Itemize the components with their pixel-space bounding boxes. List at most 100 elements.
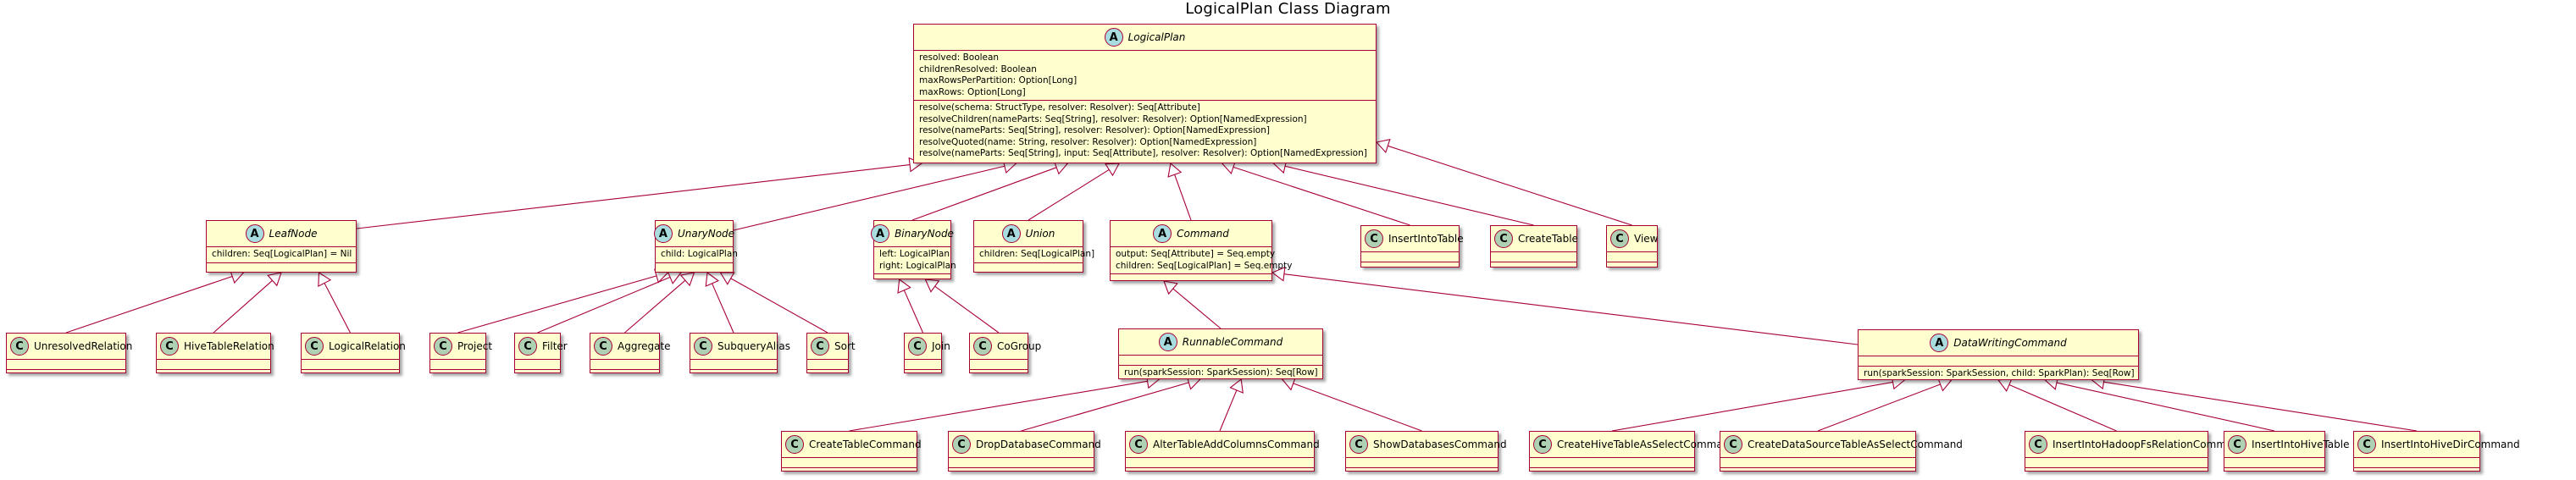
field: child: LogicalPlan	[661, 249, 738, 259]
method: run(sparkSession: SparkSession, child: S…	[1864, 368, 2135, 378]
methods-section	[974, 263, 1083, 273]
methods-section: resolve(schema: StructType, resolver: Re…	[914, 101, 1376, 162]
inheritance-line	[1293, 383, 1422, 432]
field: output: Seq[Attribute] = Seq.empty	[1116, 249, 1276, 259]
methods-section	[949, 468, 1094, 477]
inheritance-line	[1233, 166, 1410, 226]
class-icon: C	[10, 337, 29, 356]
class-icon: C	[694, 337, 712, 356]
methods-section	[1361, 262, 1459, 272]
inheritance-line	[1817, 383, 1941, 432]
inheritance-line	[2056, 382, 2275, 432]
abstract-class-icon: A	[653, 224, 673, 243]
class-icon: C	[1494, 229, 1513, 248]
fields-section	[515, 360, 560, 370]
fields-section: children: Seq[LogicalPlan] = Nil	[207, 247, 356, 263]
inheritance-line	[537, 276, 671, 334]
method: resolve(nameParts: Seq[String], resolver…	[919, 125, 1270, 135]
diagram-title: LogicalPlan Class Diagram	[1185, 0, 1391, 18]
class-name: View	[1634, 233, 1659, 245]
method: resolve(nameParts: Seq[String], input: S…	[919, 148, 1367, 158]
field: resolved: Boolean	[919, 52, 1000, 63]
methods-section	[430, 370, 485, 379]
fields-section	[690, 360, 777, 370]
inheritance-arrowhead-icon	[1167, 162, 1183, 178]
inheritance-line	[712, 283, 734, 334]
abstract-class-icon: A	[1104, 28, 1123, 47]
class-name: ShowDatabasesCommand	[1373, 439, 1507, 450]
class-name: Filter	[542, 340, 568, 352]
class-name: InsertIntoHadoopFsRelationCommand	[2052, 439, 2246, 450]
inheritance-line	[1388, 145, 1632, 226]
class-icon: C	[952, 435, 971, 454]
class-name: HiveTableRelation	[184, 340, 274, 352]
class-icon: C	[1533, 435, 1552, 454]
class-box-join: C Join	[904, 333, 950, 373]
class-name: DataWritingCommand	[1953, 337, 2067, 349]
class-icon: C	[1349, 435, 1368, 454]
abstract-class-icon: A	[245, 224, 264, 243]
class-icon: C	[2029, 435, 2047, 454]
class-icon: C	[2357, 435, 2376, 454]
inheritance-line	[1283, 273, 1859, 345]
fields-section	[1361, 252, 1459, 262]
class-name: Join	[932, 340, 950, 352]
fields-section: children: Seq[LogicalPlan]	[974, 247, 1094, 263]
class-icon: C	[811, 337, 829, 356]
inheritance-arrowhead-icon	[267, 272, 282, 287]
inheritance-line	[356, 164, 911, 229]
inheritance-line	[911, 167, 1057, 221]
class-name: InsertIntoTable	[1388, 233, 1464, 245]
inheritance-line	[1028, 168, 1110, 221]
fields-section	[430, 360, 485, 370]
class-header: C InsertIntoHadoopFsRelationCommand	[2025, 432, 2246, 458]
methods-section: run(sparkSession: SparkSession): Seq[Row…	[1119, 366, 1322, 381]
class-name: LeafNode	[269, 228, 318, 240]
class-icon: C	[908, 337, 927, 356]
methods-section	[157, 370, 270, 379]
fields-section	[1126, 458, 1314, 468]
method: run(sparkSession: SparkSession): Seq[Row…	[1124, 367, 1318, 378]
class-icon: C	[594, 337, 612, 356]
inheritance-line	[730, 278, 828, 334]
class-name: CreateTable	[1518, 233, 1578, 245]
method: resolveChildren(nameParts: Seq[String], …	[919, 113, 1307, 124]
class-header: C ShowDatabasesCommand	[1346, 432, 1507, 458]
fields-section	[970, 360, 1028, 370]
class-name: BinaryNode	[895, 228, 954, 240]
methods-section	[874, 274, 950, 284]
methods-section	[690, 370, 777, 379]
methods-section	[1126, 468, 1314, 477]
inheritance-arrowhead-icon	[719, 272, 735, 285]
inheritance-arrowhead-icon	[705, 271, 720, 287]
class-box-leaf-node: A LeafNode children: Seq[LogicalPlan] = Ni…	[206, 220, 357, 273]
methods-section	[807, 370, 848, 379]
inheritance-line	[903, 290, 924, 334]
fields-section	[905, 360, 941, 370]
fields-section	[1607, 252, 1657, 262]
